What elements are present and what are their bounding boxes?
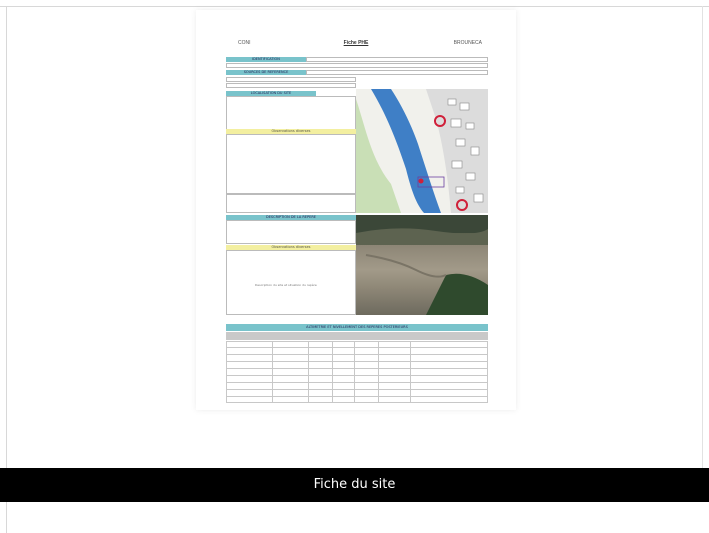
site-map (356, 89, 488, 213)
frame-right-border (702, 6, 703, 468)
map-drawing (356, 89, 488, 213)
doc-header-left: CONI (238, 40, 251, 46)
photo-drawing (356, 215, 488, 315)
band-altimetrie: ALTIMETRIE ET NIVELLEMENT DES REPERES PO… (226, 324, 488, 331)
doc-header-title: Fiche PHE (343, 40, 369, 46)
sources-detail-2 (226, 83, 356, 88)
frame-left-border (6, 6, 7, 533)
band-description: DESCRIPTION DE LA REPERE (226, 215, 356, 220)
observations-area (226, 134, 356, 194)
photo-description-text: Description du site et situation du repè… (255, 283, 317, 287)
photo-description-area: Description du site et situation du repè… (226, 250, 356, 315)
photo-observations-label: Observations diverses (226, 245, 356, 250)
document-header: CONI Fiche PHE BROUNECA (226, 40, 486, 50)
identification-row-1 (306, 57, 488, 62)
sources-row (306, 70, 488, 75)
band-localisation: LOCALISATION DU SITE (226, 91, 316, 96)
caption-text: Fiche du site (313, 477, 396, 492)
map-observations-label: Observations diverses (226, 129, 356, 134)
doc-header-right: BROUNECA (453, 40, 482, 46)
frame-top-border (0, 6, 709, 7)
sources-detail-1 (226, 77, 356, 82)
site-photo (356, 215, 488, 315)
coordinates-box (226, 194, 356, 213)
description-fields (226, 220, 356, 244)
band-identification: IDENTIFICATION (226, 57, 306, 62)
band-sources: SOURCES DE REFERENCE (226, 70, 306, 75)
altimetry-table-body (226, 341, 488, 403)
caption-bar: Fiche du site (0, 468, 709, 502)
altimetry-table-header (226, 332, 488, 340)
identification-row-2 (226, 63, 488, 68)
